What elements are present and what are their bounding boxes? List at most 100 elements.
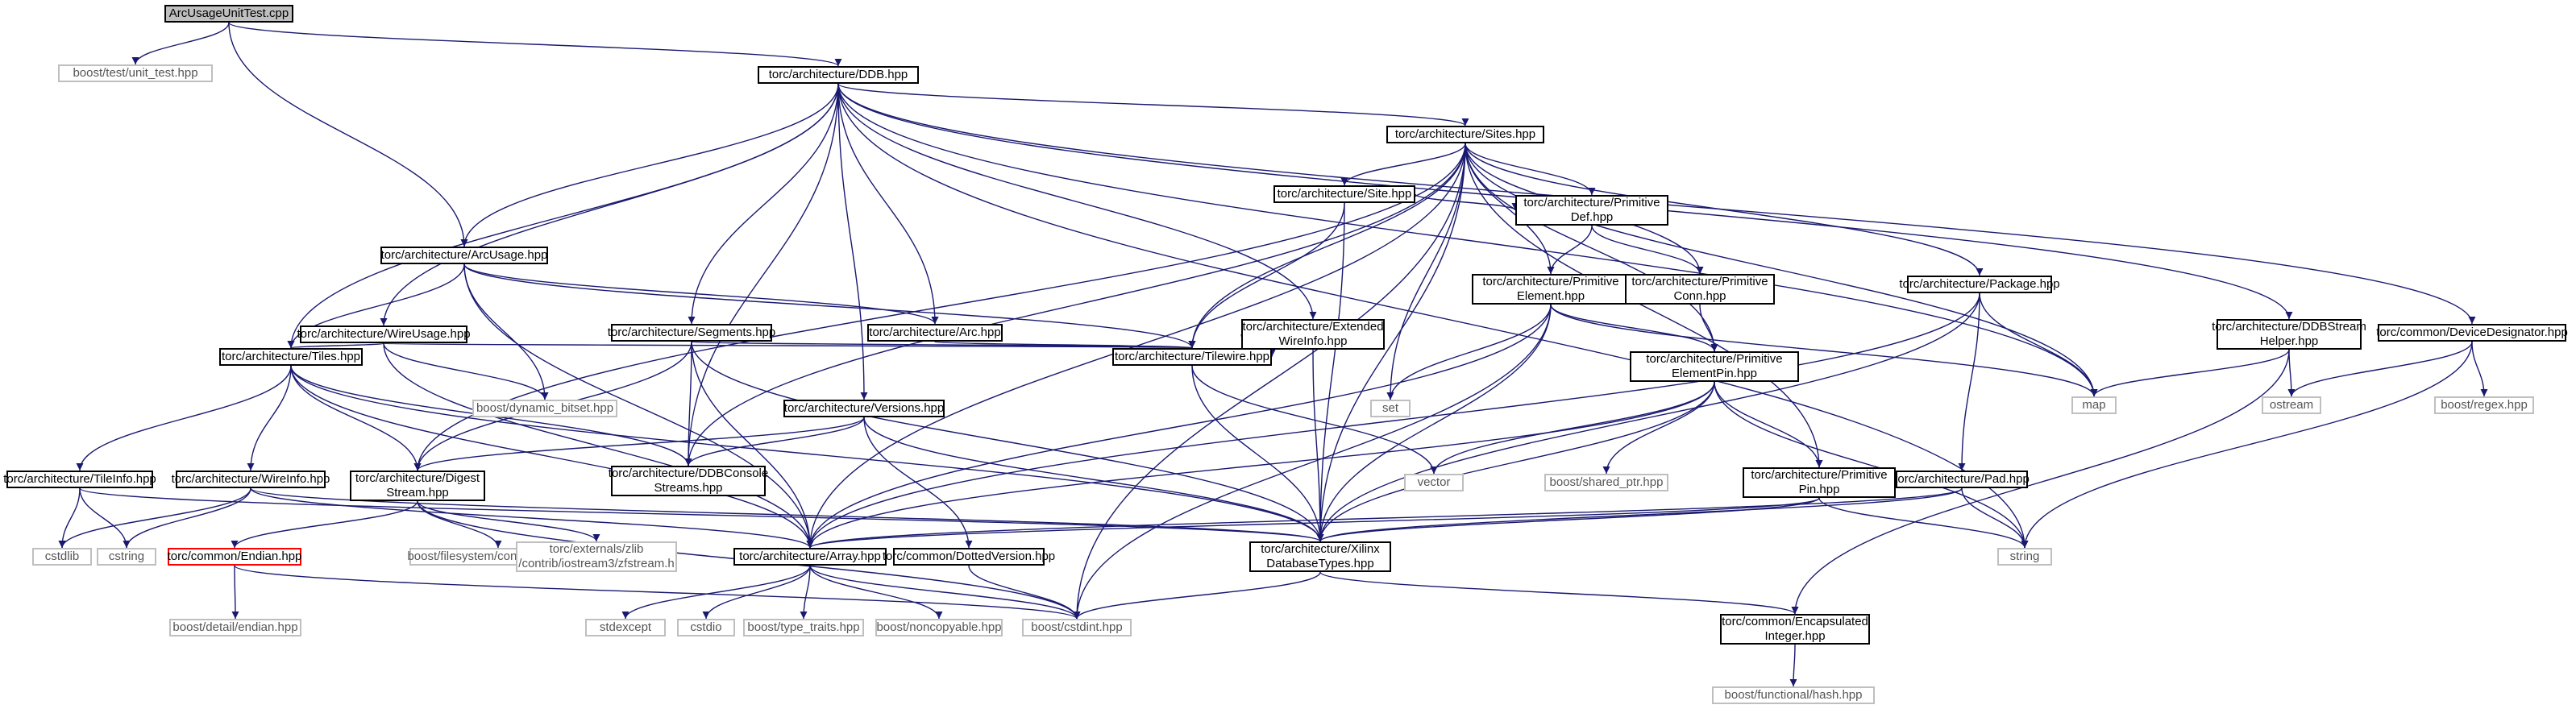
graph-node-ddbstream[interactable]: torc/architecture/DDBStream Helper.hpp [2212,319,2366,350]
graph-node-shared-ptr: boost/shared_ptr.hpp [1544,474,1668,491]
graph-node-stdexcept: stdexcept [585,619,666,636]
graph-node-arc[interactable]: torc/architecture/Arc.hpp [867,324,1003,342]
edge-wireinfo-to-array [250,487,814,549]
graph-node-cstdlib: cstdlib [32,548,92,566]
graph-node-xilinx-types[interactable]: torc/architecture/Xilinx DatabaseTypes.h… [1249,541,1391,572]
graph-node-prim-element[interactable]: torc/architecture/Primitive Element.hpp [1472,274,1630,305]
graph-node-wireinfo[interactable]: torc/architecture/WireInfo.hpp [172,471,330,488]
edge-ddbstream-to-ostream [2287,349,2296,397]
edge-ddb-to-sites [837,83,1469,126]
graph-node-sites[interactable]: torc/architecture/Sites.hpp [1386,126,1544,143]
edge-prim-elem-pin-to-string [1714,381,2029,549]
edge-prim-element-to-set [1386,304,1552,400]
graph-node-devicedesignator[interactable]: torc/common/DeviceDesignator.hpp [2376,324,2568,342]
graph-node-zfstream: torc/externals/zlib /contrib/iostream3/z… [516,541,677,572]
edge-arcusage-to-tiles [287,263,465,349]
graph-node-digest[interactable]: torc/architecture/Digest Stream.hpp [350,471,485,501]
edge-wireinfo-to-cstdlib [58,487,251,549]
edge-pad-to-array [806,487,1963,549]
edge-ddb-to-arcusage [460,83,839,247]
graph-node-ostream: ostream [2262,396,2321,414]
edge-wireinfo-to-cstring [123,487,251,549]
graph-node-site[interactable]: torc/architecture/Site.hpp [1273,185,1415,203]
edge-sites-to-cstdint [1073,143,1466,620]
edge-site-to-prim-def [1415,193,1519,211]
edge-prim-element-to-map [1550,304,2098,397]
edge-array-to-noncopyable [809,565,943,620]
edge-arcusageunittest-to-ddb [228,22,842,67]
edge-wireusage-to-tilewire [383,339,1194,349]
graph-node-set: set [1370,400,1411,417]
edge-ddb-to-tiles [287,83,839,349]
edge-ext-wireinfo-to-xilinx-types [1312,349,1324,542]
graph-node-cstdint: boost/cstdint.hpp [1022,619,1132,636]
edge-tiles-to-xilinx-types [290,365,1324,542]
graph-node-regex: boost/regex.hpp [2434,396,2534,414]
edge-sites-to-prim-pin [1465,143,1823,468]
edge-prim-element-to-prim-elem-pin [1550,304,1718,352]
graph-node-pad[interactable]: torc/architecture/Pad.hpp [1894,471,2030,488]
graph-node-arcusage[interactable]: torc/architecture/ArcUsage.hpp [380,247,548,264]
edge-sites-to-ddbconsole [684,143,1466,466]
edge-wireusage-to-array [383,342,814,549]
edge-ddb-to-arc [837,83,939,325]
edge-segments-to-ddbconsole [684,341,692,466]
edge-array-to-cstdio [702,565,811,620]
graph-node-cstring: cstring [97,548,156,566]
edge-tiles-to-wireinfo [247,365,292,471]
edge-tileinfo-to-xilinx-types [79,487,1324,542]
edge-prim-pin-to-xilinx-types [1316,497,1820,542]
graph-node-wireusage[interactable]: torc/architecture/WireUsage.hpp [297,325,471,343]
edge-ddb-to-ext-wireinfo [837,83,1317,320]
graph-node-package[interactable]: torc/architecture/Package.hpp [1899,276,2060,293]
graph-node-ext-wireinfo[interactable]: torc/architecture/Extended WireInfo.hpp [1241,319,1385,350]
edge-pad-to-string [1961,487,2029,549]
graph-node-prim-def[interactable]: torc/architecture/Primitive Def.hpp [1515,195,1668,226]
edge-versions-to-digest [413,417,865,471]
graph-node-ddbconsole[interactable]: torc/architecture/DDBConsole Streams.hpp [608,466,769,496]
edge-array-to-type-traits [800,565,811,620]
graph-node-encap[interactable]: torc/common/Encapsulated Integer.hpp [1720,614,1870,645]
edge-prim-def-to-prim-element [1547,225,1593,275]
graph-node-type-traits: boost/type_traits.hpp [743,619,864,636]
graph-node-noncopyable: boost/noncopyable.hpp [875,619,1003,636]
graph-node-array[interactable]: torc/architecture/Array.hpp [733,548,887,566]
edge-sites-to-xilinx-types [1316,143,1466,542]
edge-xilinx-types-to-encap [1319,571,1799,615]
graph-node-vector: vector [1404,474,1464,491]
edge-tileinfo-to-cstring [79,487,131,549]
graph-node-detail-endian: boost/detail/endian.hpp [169,619,301,636]
edge-array-to-stdexcept [621,565,811,620]
edge-versions-to-dotted [863,417,973,549]
edge-wireinfo-to-xilinx-types [250,487,1324,542]
edge-segments-to-array [691,341,814,549]
edge-tiles-to-array [290,365,814,549]
graph-node-arcusageunittest[interactable]: ArcUsageUnitTest.cpp [164,5,293,23]
graph-node-string: string [1997,548,2052,566]
graph-node-ddb[interactable]: torc/architecture/DDB.hpp [758,66,919,84]
edge-versions-to-ddbconsole [684,417,865,466]
graph-node-versions[interactable]: torc/architecture/Versions.hpp [783,400,945,417]
graph-node-prim-pin[interactable]: torc/architecture/Primitive Pin.hpp [1743,467,1896,498]
graph-node-endian[interactable]: torc/common/Endian.hpp [168,548,301,566]
edge-arcusage-to-tilewire [463,263,1196,349]
graph-node-tiles[interactable]: torc/architecture/Tiles.hpp [219,348,363,366]
edge-digest-to-endian [231,500,418,549]
edge-segments-to-xilinx-types [691,341,1324,542]
graph-node-prim-elem-pin[interactable]: torc/architecture/Primitive ElementPin.h… [1630,351,1799,382]
graph-node-tileinfo[interactable]: torc/architecture/TileInfo.hpp [3,471,156,488]
graph-node-prim-conn[interactable]: torc/architecture/Primitive Conn.hpp [1625,274,1775,305]
edge-prim-elem-pin-to-xilinx-types [1316,381,1715,542]
edge-prim-elem-pin-to-shared-ptr [1602,381,1715,475]
graph-node-segments[interactable]: torc/architecture/Segments.hpp [608,324,775,342]
edge-package-to-xilinx-types [1316,292,1980,542]
graph-node-boost-unit-test: boost/test/unit_test.hpp [58,64,213,82]
edge-tilewire-to-xilinx-types [1191,365,1324,542]
graph-node-dotted[interactable]: torc/common/DottedVersion.hpp [883,548,1055,566]
edge-ddbstream-to-map [2090,349,2290,397]
graph-node-map: map [2071,396,2117,414]
edge-sites-to-prim-def [1465,143,1596,196]
graph-node-tilewire[interactable]: torc/architecture/Tilewire.hpp [1112,348,1272,366]
